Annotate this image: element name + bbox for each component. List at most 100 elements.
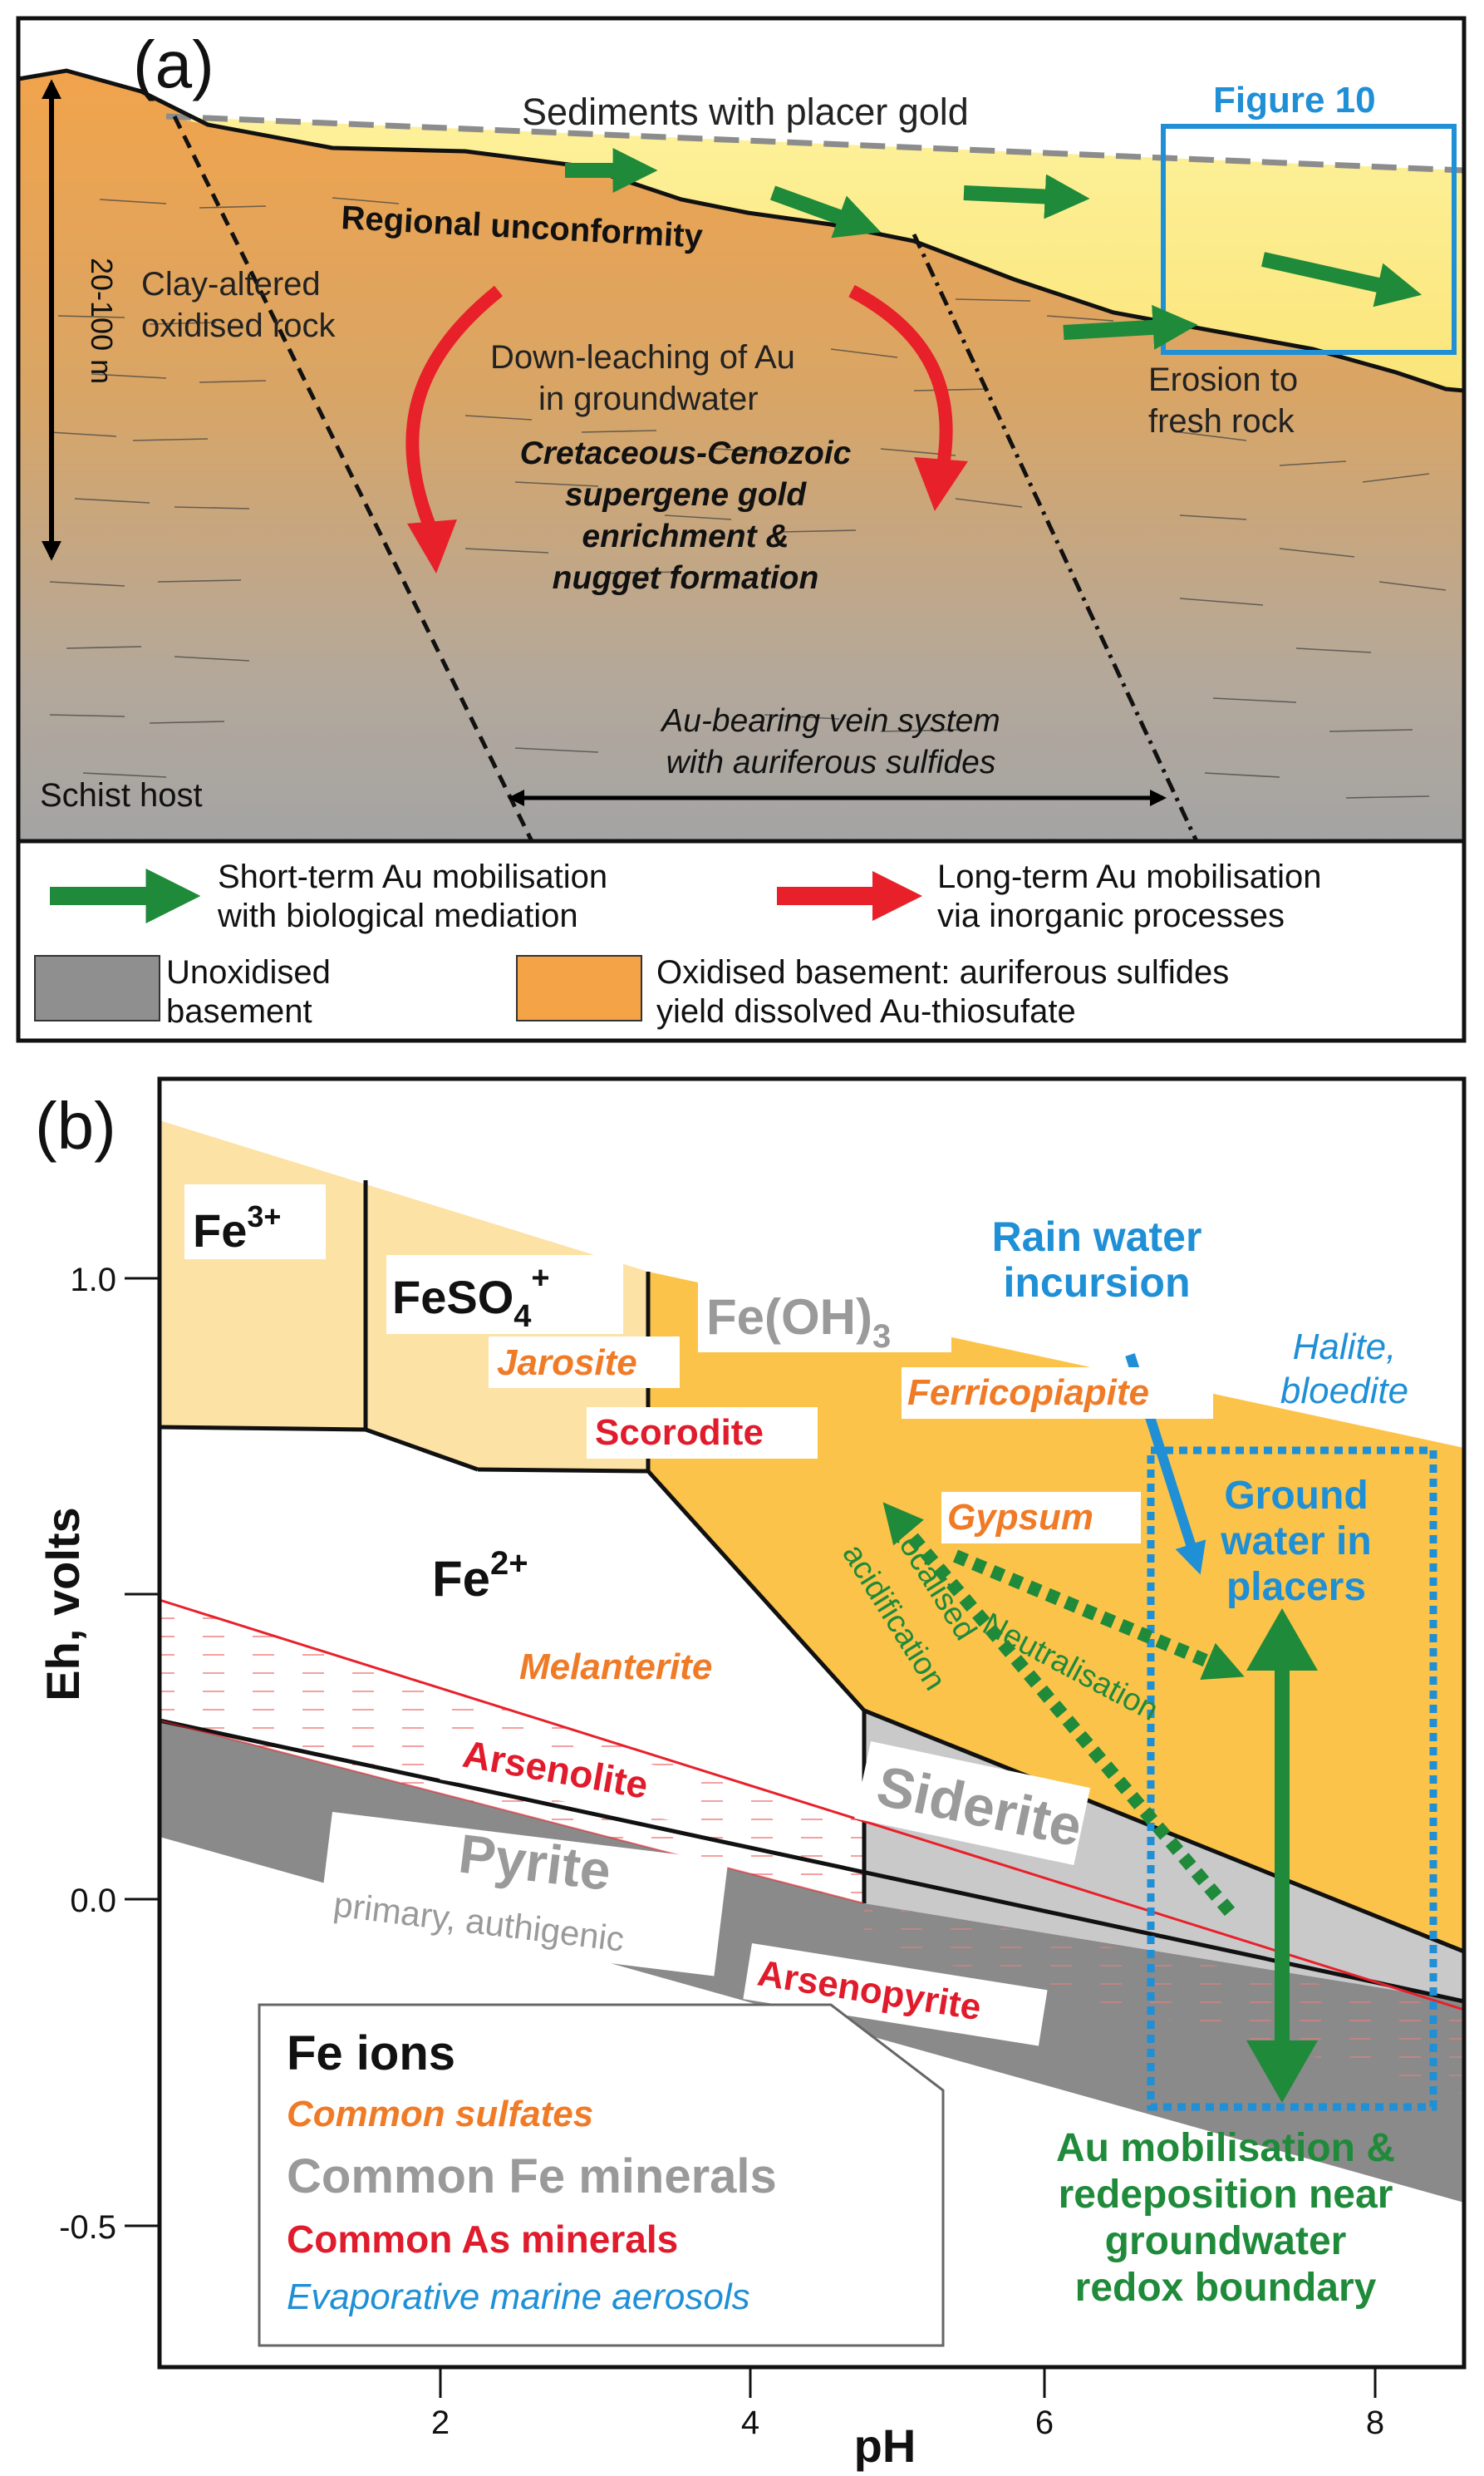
siderite-box	[854, 1741, 1091, 1866]
jarosite-box	[489, 1336, 680, 1388]
gypsum-box	[941, 1492, 1141, 1543]
jarosite-label: Jarosite	[497, 1342, 637, 1383]
scorodite-box	[587, 1407, 818, 1459]
x-tick-4: 8	[1366, 2405, 1384, 2441]
au-label-3: groundwater	[1105, 2219, 1347, 2263]
feso4-label: FeSO4+	[392, 1261, 550, 1334]
x-tick-2: 4	[741, 2405, 759, 2441]
legend-as-minerals: Common As minerals	[287, 2218, 678, 2261]
erosion-label-1: Erosion to	[1148, 362, 1298, 398]
rain-label-1: Rain water	[992, 1213, 1202, 1260]
red-arrow-right-head	[914, 457, 968, 511]
x-tick-1: 2	[431, 2405, 450, 2441]
legend-red-label-2: via inorganic processes	[937, 898, 1285, 934]
groundwater-box	[1147, 1446, 1437, 2111]
figure-10-box	[1161, 124, 1457, 355]
sediment-layer	[166, 116, 1464, 391]
feso4-label-box	[386, 1255, 623, 1334]
enrich-label-4: nugget formation	[553, 560, 819, 596]
groundwater-label-1: Ground	[1224, 1474, 1368, 1518]
clay-label-2: oxidised rock	[141, 308, 336, 344]
x-axis-label: pH	[854, 2419, 916, 2472]
erosion-label-2: fresh rock	[1148, 403, 1295, 440]
legend-sulfates: Common sulfates	[287, 2094, 593, 2134]
au-label-2: redeposition near	[1059, 2173, 1393, 2217]
melanterite-label: Melanterite	[519, 1647, 712, 1687]
sediments-label: Sediments with placer gold	[522, 91, 969, 133]
legend-orange-label-2: yield dissolved Au-thiosufate	[656, 993, 1076, 1030]
ferricopiapite-label: Ferricopiapite	[907, 1372, 1149, 1413]
y-tick-1: 1.0	[70, 1262, 116, 1298]
legend-gray-label-2: basement	[166, 993, 312, 1030]
green-arrows-panel-a	[565, 148, 1423, 350]
y-axis-label: Eh, volts	[37, 1507, 89, 1701]
au-label-1: Au mobilisation &	[1056, 2126, 1395, 2170]
red-arrow-right	[848, 284, 953, 467]
legend-green-label-2: with biological mediation	[217, 898, 578, 934]
arsenopyrite-box	[743, 1943, 1048, 2046]
pyrite-box	[317, 1812, 729, 1976]
redox-arrowhead-down	[1246, 2040, 1318, 2103]
panel-a: (a) Sediments with placer gold Figure 10…	[16, 16, 1467, 844]
halite-label-1: Halite,	[1293, 1327, 1397, 1367]
arsenolite-lower-line	[159, 1720, 865, 1904]
legend-fe-ions: Fe ions	[287, 2026, 455, 2080]
panel-b-border	[157, 1076, 1467, 2370]
red-arrow-left	[405, 285, 504, 535]
arsenolite-upper-line	[159, 1598, 1465, 2011]
panel-b: 1.0 0.0 -0.5 2 4 6 8 pH Eh, volts Fe3+ F…	[37, 1076, 1467, 2472]
vein-label-1: Au-bearing vein system	[660, 703, 1000, 739]
vein-label-2: with auriferous sulfides	[666, 745, 996, 780]
depth-label: 20-100 m	[85, 258, 119, 384]
au-label-4: redox boundary	[1075, 2266, 1377, 2310]
legend-b-box	[258, 2003, 945, 2347]
fe3-label: Fe3+	[193, 1199, 281, 1257]
legend-fe-minerals: Common Fe minerals	[287, 2149, 777, 2203]
vein-boundary-left	[172, 115, 534, 843]
gypsum-label: Gypsum	[947, 1497, 1093, 1538]
legend-a-box	[16, 839, 1467, 1043]
legend-red-arrowhead	[872, 871, 922, 921]
field-feoh3	[648, 1272, 1464, 1952]
x-tick-3: 6	[1035, 2405, 1054, 2441]
arsenolite-box	[440, 1729, 703, 1824]
feoh3-label-box	[698, 1276, 951, 1352]
fe2-label: Fe2+	[432, 1545, 528, 1607]
clay-label-1: Clay-altered	[141, 266, 321, 303]
leach-label-1: Down-leaching of Au	[490, 339, 795, 376]
figure-10-label: Figure 10	[1213, 80, 1376, 121]
redox-arrowhead-up	[1246, 1608, 1318, 1671]
y-tick-2: 0.0	[70, 1883, 116, 1919]
groundwater-label-2: water in	[1220, 1519, 1371, 1563]
legend-gray-swatch	[34, 955, 160, 1021]
legend-a: Short-term Au mobilisation with biologic…	[16, 839, 1467, 1043]
legend-gray-label-1: Unoxidised	[166, 954, 331, 991]
axis-ticks	[125, 1277, 1377, 2398]
enrich-label-2: supergene gold	[565, 477, 808, 513]
legend-red-label-1: Long-term Au mobilisation	[937, 859, 1321, 895]
panel-b-label: (b)	[35, 1089, 116, 1163]
legend-green-label-1: Short-term Au mobilisation	[218, 859, 607, 895]
ferricopiapite-box	[902, 1367, 1213, 1419]
groundwater-label-3: placers	[1226, 1565, 1366, 1609]
legend-aerosols: Evaporative marine aerosols	[287, 2277, 750, 2317]
acidification-arrow	[882, 1502, 1236, 1917]
schist-foliation	[49, 197, 1447, 799]
fe3-label-box	[184, 1184, 326, 1259]
feoh3-label: Fe(OH)3	[706, 1289, 891, 1355]
panel-a-label: (a)	[133, 27, 214, 101]
neutralisation-arrow	[952, 1549, 1245, 1681]
rain-label-2: incursion	[1003, 1259, 1190, 1306]
red-arrow-left-head	[407, 519, 457, 573]
legend-orange-label-1: Oxidised basement: auriferous sulfides	[656, 954, 1229, 991]
enrich-label-3: enrichment &	[582, 519, 789, 554]
legend-orange-swatch	[516, 955, 642, 1021]
y-tick-3: -0.5	[59, 2209, 116, 2246]
enrich-label-1: Cretaceous-Cenozoic	[520, 436, 852, 471]
schist-label: Schist host	[40, 777, 203, 814]
sediment-top-line	[165, 113, 1465, 174]
legend-b: Fe ions Common sulfates Common Fe minera…	[258, 2003, 945, 2347]
leach-label-2: in groundwater	[538, 381, 759, 417]
halite-label-2: bloedite	[1280, 1371, 1408, 1411]
